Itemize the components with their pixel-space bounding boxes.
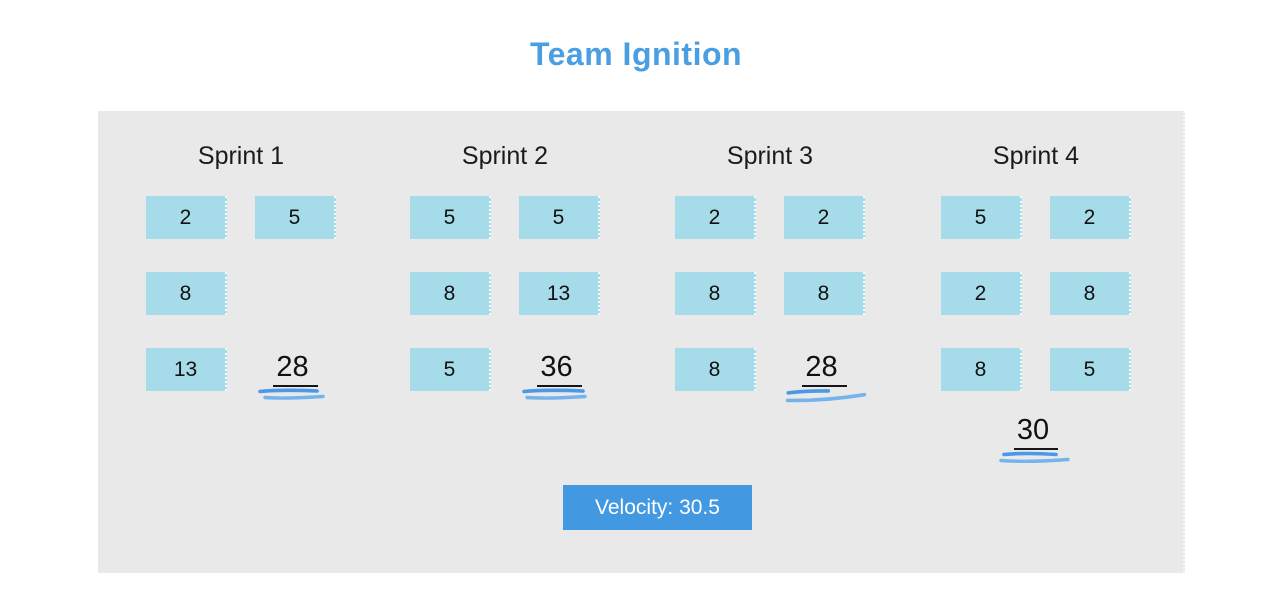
sprint-2-title: Sprint 2 [461, 142, 549, 170]
sprint-2-column: Sprint 2 5 5 8 13 5 36 [410, 139, 600, 400]
story-card: 2 [1050, 196, 1131, 239]
story-card: 8 [675, 348, 756, 391]
sprint-2-total: 36 [522, 351, 588, 400]
story-card: 8 [675, 272, 756, 315]
sprint-board-panel: Sprint 1 2 5 8 13 28 [98, 111, 1185, 573]
story-card: 2 [784, 196, 865, 239]
underline-scribble-icon [786, 389, 867, 403]
story-card: 13 [146, 348, 227, 391]
sprint-3-total: 28 [786, 351, 867, 403]
story-card: 8 [941, 348, 1022, 391]
story-card: 2 [675, 196, 756, 239]
page-title: Team Ignition [529, 36, 743, 72]
sprint-3-card-grid: 2 2 8 8 8 28 [675, 196, 867, 403]
sprint-3-column: Sprint 3 2 2 8 8 8 28 [675, 139, 867, 403]
sprint-3-total-value: 28 [802, 351, 847, 387]
story-card: 2 [146, 196, 227, 239]
story-card: 5 [519, 196, 600, 239]
sprint-1-total: 28 [258, 351, 326, 400]
sprint-1-card-grid: 2 5 8 13 28 [146, 196, 336, 400]
story-card: 8 [784, 272, 865, 315]
sprint-4-total: 30 [999, 414, 1070, 463]
sprint-2-total-cell: 36 [519, 348, 600, 400]
underline-scribble-icon [999, 451, 1070, 463]
sprint-4-title: Sprint 4 [992, 142, 1080, 170]
sprint-1-title: Sprint 1 [197, 142, 285, 170]
sprint-3-title: Sprint 3 [726, 142, 814, 170]
story-card: 5 [255, 196, 336, 239]
story-card: 8 [146, 272, 227, 315]
sprint-1-total-cell: 28 [255, 348, 336, 400]
sprint-1-column: Sprint 1 2 5 8 13 28 [146, 139, 336, 400]
story-card: 2 [941, 272, 1022, 315]
sprint-2-card-grid: 5 5 8 13 5 36 [410, 196, 600, 400]
story-card: 8 [1050, 272, 1131, 315]
underline-scribble-icon [522, 388, 588, 400]
story-card: 5 [1050, 348, 1131, 391]
story-card: 8 [410, 272, 491, 315]
sprint-4-card-grid: 5 2 2 8 8 5 [941, 196, 1131, 391]
sprint-1-total-value: 28 [273, 351, 318, 387]
underline-scribble-icon [258, 388, 326, 400]
empty-cell [255, 272, 336, 315]
sprint-2-total-value: 36 [537, 351, 582, 387]
velocity-badge: Velocity: 30.5 [563, 485, 752, 530]
story-card: 5 [410, 196, 491, 239]
sprint-3-total-cell: 28 [784, 348, 867, 403]
story-card: 13 [519, 272, 600, 315]
sprint-4-column: Sprint 4 5 2 2 8 8 5 30 [941, 139, 1131, 463]
sprint-4-total-value: 30 [1013, 414, 1059, 450]
sprint-4-total-row: 30 [941, 414, 1131, 463]
story-card: 5 [410, 348, 491, 391]
story-card: 5 [941, 196, 1022, 239]
